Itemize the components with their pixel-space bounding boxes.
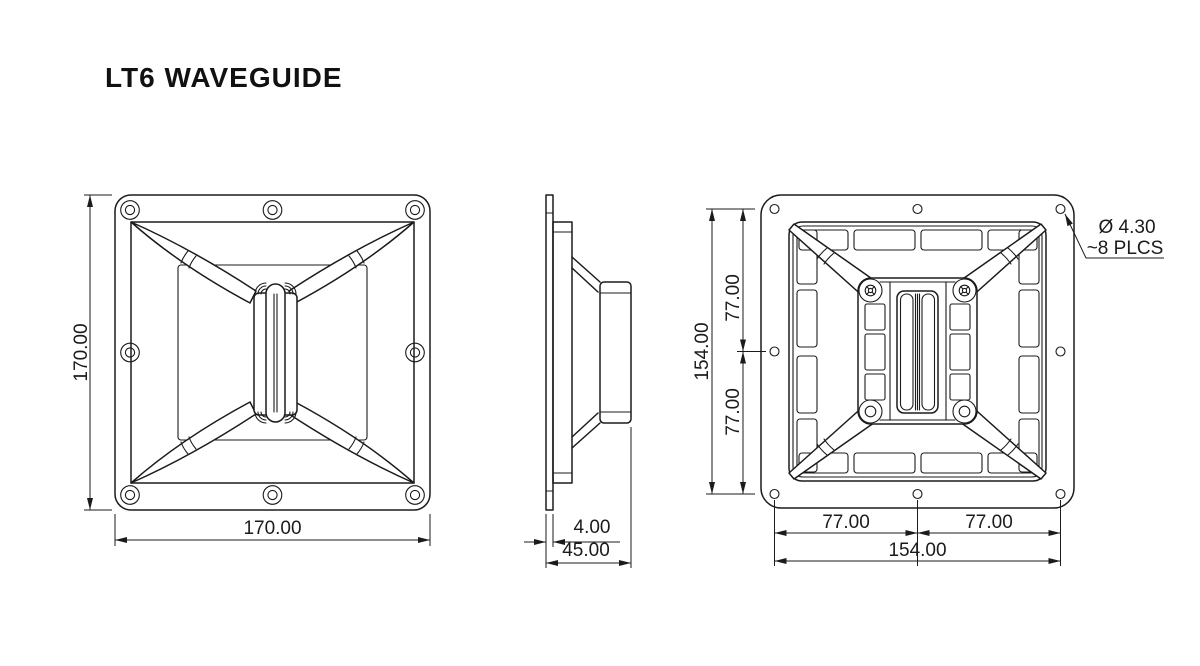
screw-hole: [958, 284, 971, 297]
hole-callout-leader: [1064, 213, 1087, 259]
screw-hole: [864, 405, 877, 418]
slot-housing: [879, 281, 956, 421]
rear-height-upper-dim: 77.00: [723, 274, 744, 322]
rear-dimensions-bottom: 77.00 77.00 154.00: [774, 500, 1061, 566]
side-flange-dim: 4.00: [574, 517, 611, 538]
hole-callout: Ø 4.30 ~8 PLCS: [1064, 213, 1164, 259]
drawing-title: LT6 WAVEGUIDE: [105, 62, 343, 93]
side-horn-wall-bottom-outer: [571, 422, 601, 449]
side-horn-wall-top-outer: [571, 256, 601, 283]
side-horn-wall-bottom-inner: [571, 412, 599, 438]
slot-right: [921, 293, 936, 411]
rear-width-right-dim: 77.00: [965, 512, 1013, 533]
front-horn-mouth: [130, 221, 415, 484]
rear-width-total-dim: 154.00: [888, 540, 946, 561]
front-plate-outline: [114, 194, 431, 511]
plate-boss: [858, 399, 883, 424]
side-view: 4.00 45.00: [524, 194, 632, 568]
front-dimensions: 170.00 170.00: [71, 194, 431, 546]
rear-dimensions-left: 154.00 77.00 77.00: [692, 208, 766, 495]
front-view: 170.00 170.00: [71, 194, 431, 546]
front-width-dim: 170.00: [243, 518, 301, 539]
side-horn-wall-top-inner: [571, 267, 599, 293]
hole-diameter-note: Ø 4.30: [1098, 217, 1155, 238]
hole-places-note: ~8 PLCS: [1087, 238, 1164, 259]
screw-hole: [958, 405, 971, 418]
plate-boss: [858, 278, 883, 303]
rear-shell-outer-wall: [788, 221, 1047, 482]
rear-rib-cells: [796, 229, 1040, 474]
screw-hole: [864, 284, 877, 297]
rear-view: 154.00 77.00 77.00 77.00 77.00 154.00 Ø …: [692, 194, 1164, 566]
side-throat-block: [599, 281, 632, 424]
side-depth-dim: 45.00: [562, 540, 610, 561]
front-height-dim: 170.00: [71, 323, 92, 381]
side-mouth-step: [552, 221, 573, 484]
front-horn-throat: [177, 264, 368, 441]
rear-mounting-holes: [769, 203, 1066, 500]
rear-height-lower-dim: 77.00: [723, 388, 744, 436]
slot-center-rib: [914, 293, 921, 411]
rear-width-left-dim: 77.00: [822, 512, 870, 533]
front-mounting-holes: [120, 200, 425, 505]
plate-boss: [952, 278, 977, 303]
plate-boss: [952, 399, 977, 424]
side-dimensions: 4.00 45.00: [524, 427, 632, 568]
rear-driver-plate: [857, 277, 978, 425]
slot-left: [899, 293, 914, 411]
front-horn-fins: [130, 221, 415, 484]
rear-height-total-dim: 154.00: [692, 322, 713, 380]
rear-shell-inner-wall: [792, 225, 1043, 478]
screw-target-marks: [865, 285, 970, 296]
front-phase-plug: [253, 282, 298, 424]
diffraction-slot-plate: [896, 290, 939, 414]
